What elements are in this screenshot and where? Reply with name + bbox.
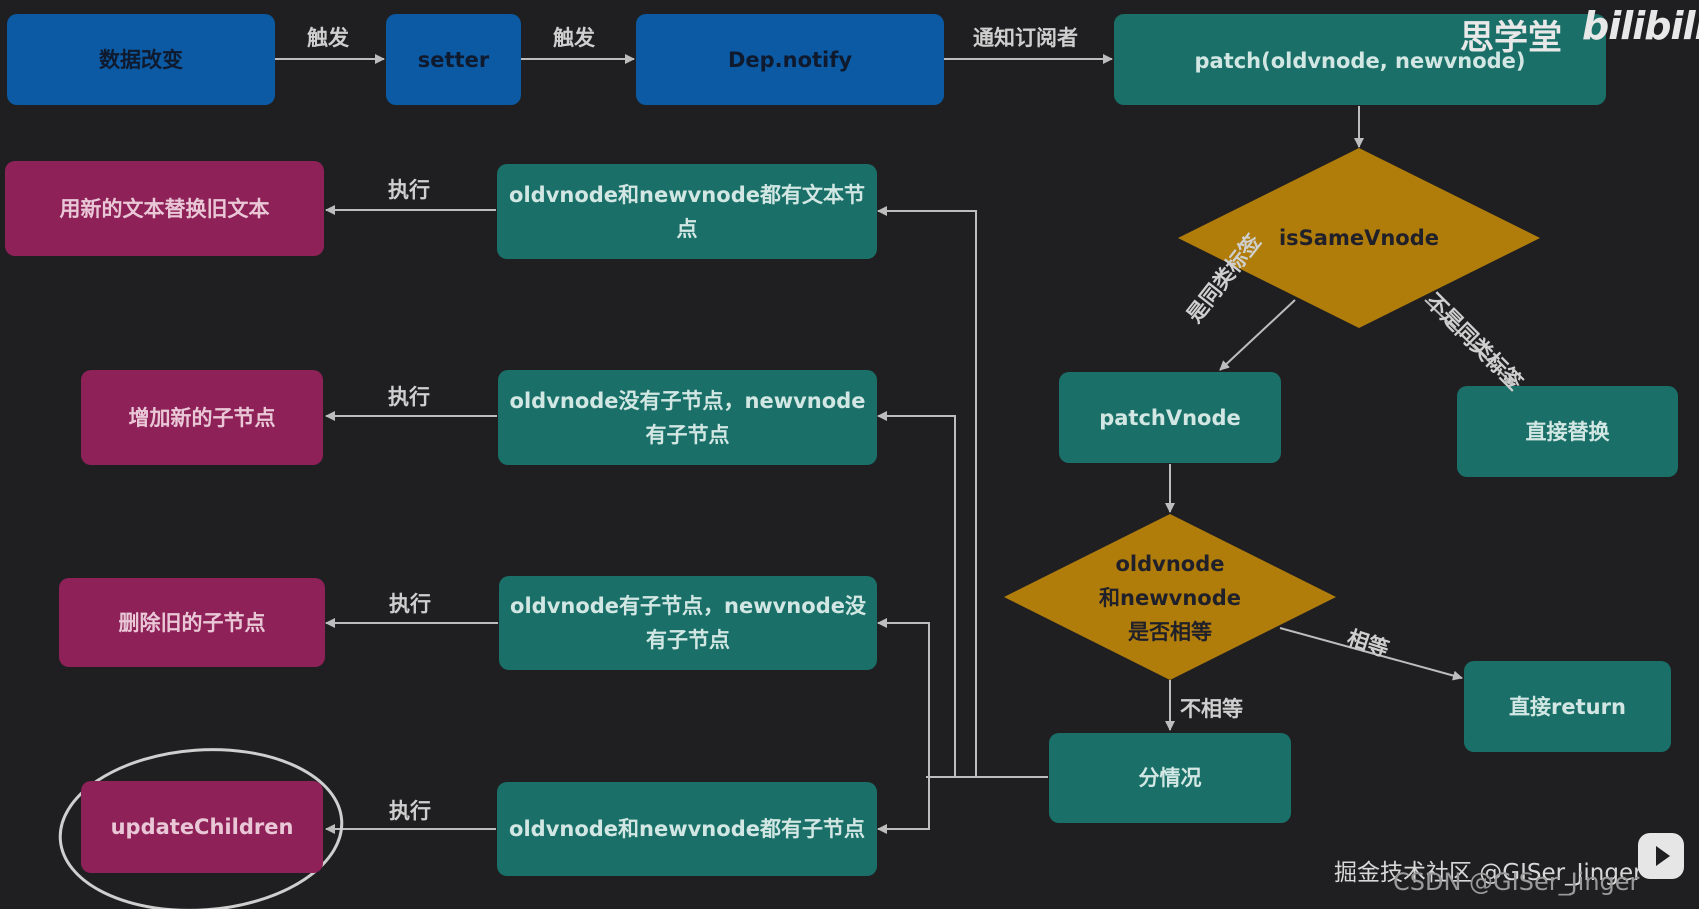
- case-split-node: 分情况: [1049, 733, 1291, 823]
- split-to-cond-text: [877, 206, 977, 777]
- cond-text-line-1: oldvnode和newvnode都有文本节: [509, 182, 865, 207]
- dep-notify-text: Dep.notify: [727, 47, 853, 72]
- arrow-issame-to-patchvnode: [1219, 299, 1296, 371]
- vnode-equal-diamond: [1004, 514, 1336, 680]
- label-not-equal: 不相等: [1180, 697, 1243, 721]
- is-same-vnode-diamond: [1178, 148, 1540, 328]
- return-direct-node: 直接return: [1464, 661, 1671, 752]
- juejin-watermark: 掘金技术社区 @GISer_Jinger: [1334, 860, 1643, 886]
- return-direct-text: 直接return: [1509, 694, 1626, 719]
- cond-old-no-children-line-2: 有子节点: [645, 422, 730, 447]
- act-update-children-text: updateChildren: [110, 815, 294, 839]
- split-to-cond-old-no-children: [877, 411, 956, 777]
- arrow-equal-to-return: [1279, 627, 1463, 681]
- vnode-equal-line-3: 是否相等: [1128, 620, 1212, 644]
- setter-node: setter: [386, 14, 521, 105]
- bilibili-logo: bilibili: [1582, 4, 1699, 48]
- act-add-children-node: 增加新的子节点: [81, 370, 323, 465]
- cond-both-children-text: oldvnode和newvnode都有子节点: [509, 817, 865, 841]
- cond-old-no-children-line-1: oldvnode没有子节点，newvnode: [509, 388, 866, 413]
- dep-notify-node: Dep.notify: [636, 14, 944, 105]
- patch-vnode-text: patchVnode: [1099, 405, 1241, 430]
- data-change-text: 数据改变: [99, 47, 183, 72]
- vnode-equal-line-2: 和newvnode: [1099, 586, 1241, 610]
- label-exec-2: 执行: [388, 385, 430, 409]
- patch-text: patch(oldvnode, newvnode): [1194, 49, 1526, 73]
- cond-old-no-children-node: oldvnode没有子节点，newvnode 有子节点: [498, 370, 877, 465]
- highlight-circle: [58, 748, 344, 909]
- replace-direct-node: 直接替换: [1457, 386, 1678, 477]
- label-notify-subscribers: 通知订阅者: [973, 26, 1078, 50]
- brand-watermark: 思学堂: [1460, 18, 1562, 58]
- label-trigger-1: 触发: [307, 26, 349, 50]
- label-exec-4: 执行: [389, 799, 431, 823]
- label-exec-1: 执行: [388, 178, 430, 202]
- cond-old-children-line-2: 有子节点: [646, 628, 730, 652]
- label-trigger-2: 触发: [553, 26, 595, 50]
- cond-text-node: oldvnode和newvnode都有文本节 点: [497, 164, 877, 259]
- act-remove-children-node: 删除旧的子节点: [59, 578, 325, 667]
- act-replace-text-text: 用新的文本替换旧文本: [59, 196, 270, 221]
- label-exec-3: 执行: [389, 592, 431, 616]
- act-replace-text-node: 用新的文本替换旧文本: [5, 161, 324, 256]
- patch-vnode-node: patchVnode: [1059, 372, 1281, 463]
- patch-node: patch(oldvnode, newvnode): [1114, 14, 1606, 105]
- vnode-equal-text: oldvnode 和newvnode 是否相等: [1070, 547, 1270, 649]
- play-icon: [1638, 833, 1684, 879]
- cond-both-children-node: oldvnode和newvnode都有子节点: [497, 782, 877, 876]
- vnode-equal-line-1: oldvnode: [1115, 552, 1225, 576]
- cond-old-children-line-1: oldvnode有子节点，newvnode没: [510, 594, 866, 618]
- is-same-vnode-text: isSameVnode: [1278, 226, 1440, 250]
- setter-text: setter: [417, 47, 490, 72]
- split-to-cond-old-children: [877, 618, 930, 777]
- act-remove-children-text: 删除旧的子节点: [118, 610, 266, 635]
- cond-old-children-node: oldvnode有子节点，newvnode没 有子节点: [499, 576, 877, 670]
- cond-text-line-2: 点: [676, 216, 698, 241]
- csdn-watermark: CSDN @GISer_Jinger: [1393, 868, 1640, 896]
- split-to-cond-both-children: [877, 777, 930, 834]
- act-add-children-text: 增加新的子节点: [128, 405, 276, 430]
- data-change-node: 数据改变: [7, 14, 275, 105]
- case-split-text: 分情况: [1138, 766, 1202, 790]
- replace-direct-text: 直接替换: [1525, 419, 1610, 444]
- arrow-issame-to-replace: [1424, 299, 1515, 386]
- act-update-children-node: updateChildren: [81, 781, 323, 873]
